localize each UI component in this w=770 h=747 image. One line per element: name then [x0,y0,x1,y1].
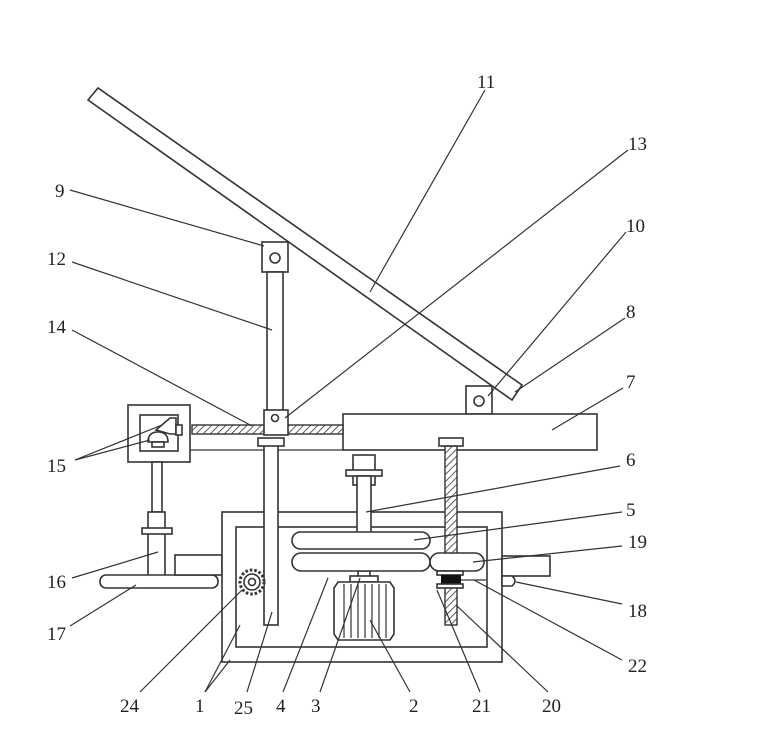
motor-box [127,404,191,463]
label-19: 19 [628,532,647,553]
telescopic-column [141,461,173,577]
label-13: 13 [628,134,647,155]
base-bar [99,574,219,589]
knob [501,575,516,587]
label-25: 25 [234,698,253,719]
drive-shaft [345,454,383,584]
label-24: 24 [120,696,140,717]
slider-block [263,409,289,436]
label-6: 6 [626,450,636,471]
gear [238,568,266,596]
label-7: 7 [626,372,636,393]
platform [342,413,598,451]
label-18: 18 [628,601,647,622]
support-post [266,271,284,413]
motor [333,575,395,641]
rack [263,439,279,626]
inclined-panel [86,86,524,402]
label-12: 12 [47,249,66,270]
label-10: 10 [626,216,645,237]
label-5: 5 [626,500,636,521]
label-2: 2 [409,696,419,717]
leader-lines [69,89,629,693]
hinge-top [261,241,289,273]
upper-pulley [291,531,431,550]
label-11: 11 [477,72,495,93]
label-9: 9 [55,181,65,202]
clutch-block [436,570,486,589]
label-16: 16 [47,572,66,593]
label-4: 4 [276,696,286,717]
label-8: 8 [626,302,636,323]
label-22: 22 [628,656,647,677]
lower-pulley [291,552,431,572]
label-15: 15 [47,456,66,477]
label-14: 14 [47,317,67,338]
hinge-bottom [465,385,493,415]
label-17: 17 [47,624,66,645]
label-3: 3 [311,696,321,717]
label-1: 1 [195,696,205,717]
label-21: 21 [472,696,491,717]
label-20: 20 [542,696,561,717]
